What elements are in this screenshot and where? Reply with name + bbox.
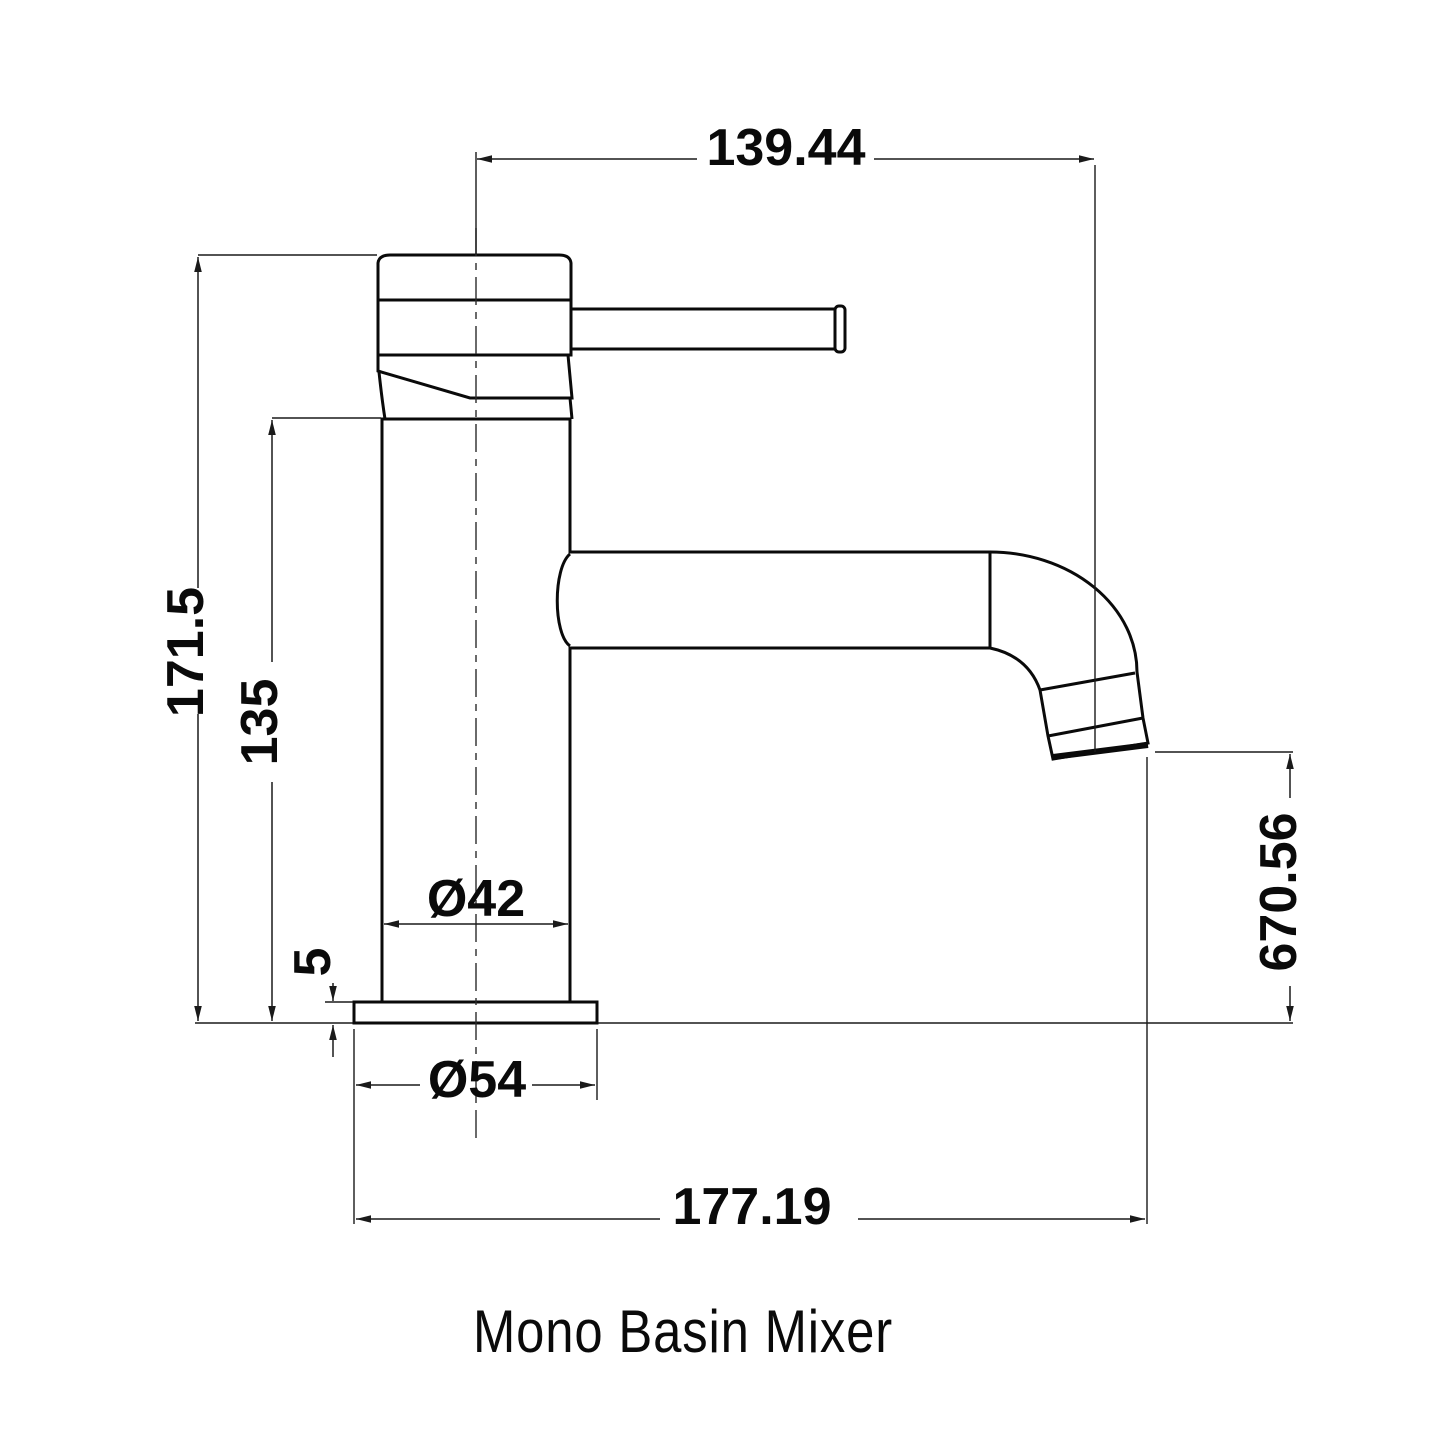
dimension-label-overall-height: 171.5 (157, 587, 215, 717)
dimension-base-diameter: Ø54 (353, 1029, 598, 1224)
smooth-band (376, 298, 573, 357)
neck-left-edge (377, 371, 387, 420)
spout-tip-face (1052, 742, 1149, 760)
handle-lever (569, 307, 839, 351)
drawing-caption: Mono Basin Mixer (473, 1298, 893, 1365)
dimension-label-overall-projection: 177.19 (672, 1178, 831, 1236)
knurled-cap-band (376, 253, 573, 302)
dimension-label-body-height: 135 (231, 679, 289, 766)
body-and-spout-outline (380, 417, 1150, 1004)
dimension-overall-height: 171.5 (157, 254, 377, 1021)
neck-right-edge (568, 397, 574, 420)
dimension-label-spout-height: 670.56 (1250, 812, 1308, 971)
lever-end-cap (833, 304, 847, 354)
dimension-body-diameter: Ø42 (384, 870, 568, 928)
dimension-label-base-diameter: Ø54 (428, 1051, 526, 1109)
aerator-ring-1 (1039, 671, 1136, 692)
spout-root-bulge (555, 552, 572, 648)
dimension-label-body-diameter: Ø42 (427, 870, 525, 928)
dimension-base-thickness: 5 (284, 948, 353, 1057)
dimension-spout-height: 670.56 (1155, 751, 1308, 1021)
dimension-overall-projection: 177.19 (356, 757, 1148, 1236)
dimension-body-height: 135 (231, 417, 381, 1021)
dimension-label-spout-reach: 139.44 (706, 119, 865, 177)
dimension-spout-reach: 139.44 (475, 119, 1096, 752)
knurled-lock-band (376, 353, 574, 400)
dimension-label-base-thickness: 5 (284, 948, 342, 977)
faucet-drawing (195, 228, 1293, 1142)
